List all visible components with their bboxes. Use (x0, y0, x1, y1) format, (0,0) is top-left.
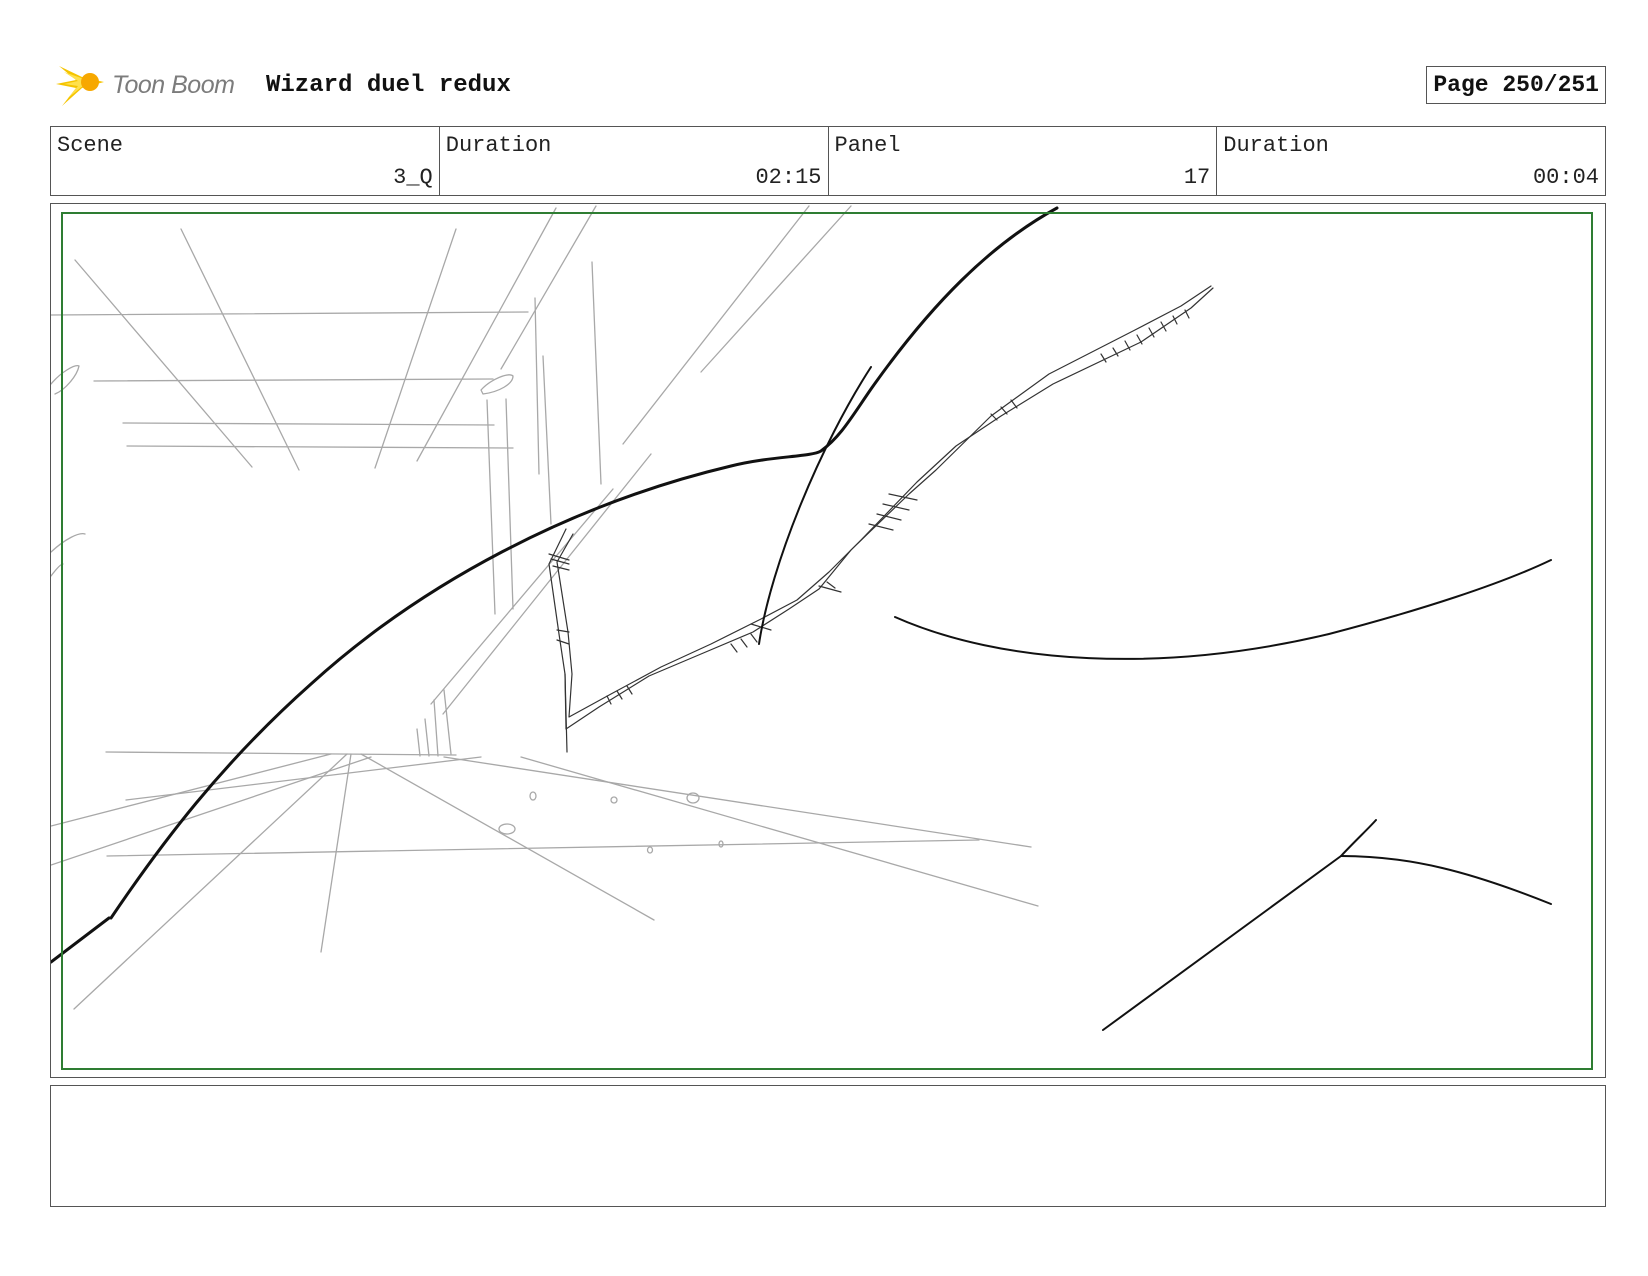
scene-duration-label: Duration (445, 133, 552, 158)
ink-strokes (51, 206, 1059, 964)
perspective-guides (51, 205, 1039, 1010)
toon-boom-star-icon (56, 66, 104, 106)
panel-cell: Panel 17 (829, 127, 1218, 195)
toon-boom-logo: Toon Boom (54, 60, 254, 110)
page-indicator: Page 250/251 (1426, 66, 1606, 104)
ink-strokes-thin (758, 366, 1552, 1031)
panel-label: Panel (834, 133, 901, 158)
scene-label: Scene (57, 133, 124, 158)
project-title: Wizard duel redux (266, 72, 511, 99)
brand-name: Toon Boom (112, 71, 235, 99)
panel-duration-cell: Duration 00:04 (1217, 127, 1605, 195)
scene-duration-value: 02:15 (755, 165, 822, 190)
storyboard-header: Toon Boom Wizard duel redux Page 250/251 (50, 58, 1606, 108)
panel-duration-label: Duration (1223, 133, 1329, 158)
panel-sketch (51, 205, 1552, 1031)
scene-value: 3_Q (393, 165, 433, 190)
panel-duration-value: 00:04 (1532, 165, 1599, 190)
panel-value: 17 (1183, 165, 1211, 190)
panel-notes (50, 1085, 1606, 1207)
scene-duration-cell: Duration 02:15 (440, 127, 829, 195)
panel-info-table: Scene 3_Q Duration 02:15 Panel 17 Durati… (50, 126, 1606, 196)
storyboard-panel (50, 203, 1606, 1078)
scene-cell: Scene 3_Q (51, 127, 440, 195)
magic-streak (548, 285, 1214, 753)
